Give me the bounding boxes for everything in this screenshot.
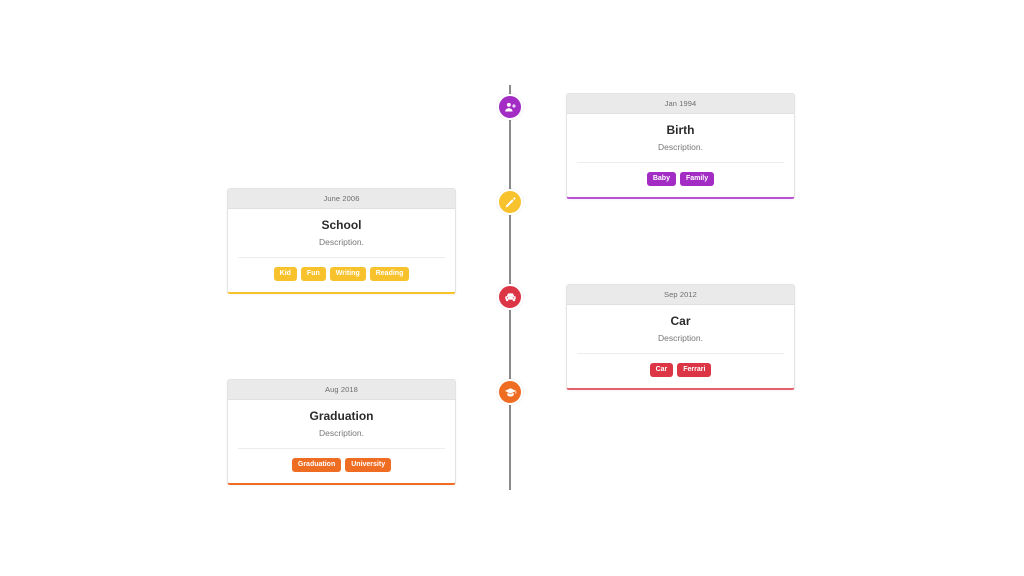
card-divider bbox=[577, 162, 784, 164]
pencil-icon bbox=[504, 196, 517, 209]
card-description: Description. bbox=[658, 142, 703, 152]
card-title: Car bbox=[670, 314, 691, 328]
card-body: Graduation Description. bbox=[228, 400, 455, 450]
card-date: Aug 2018 bbox=[228, 380, 455, 400]
card-body: Birth Description. bbox=[567, 114, 794, 164]
timeline-card-school[interactable]: June 2006 School Description. Kid Fun Wr… bbox=[227, 188, 456, 294]
tag-badge[interactable]: Car bbox=[649, 363, 674, 377]
card-divider bbox=[238, 448, 445, 450]
car-icon bbox=[504, 291, 517, 304]
card-tag-list: Baby Family bbox=[567, 163, 794, 197]
tag-badge[interactable]: Writing bbox=[329, 267, 366, 281]
timeline-marker-school[interactable] bbox=[497, 189, 523, 215]
card-description: Description. bbox=[658, 333, 703, 343]
timeline-marker-graduation[interactable] bbox=[497, 379, 523, 405]
tag-badge[interactable]: Baby bbox=[646, 172, 676, 186]
timeline-card-graduation[interactable]: Aug 2018 Graduation Description. Graduat… bbox=[227, 379, 456, 485]
timeline-marker-birth[interactable] bbox=[497, 94, 523, 120]
card-title: Graduation bbox=[309, 409, 374, 423]
timeline-card-birth[interactable]: Jan 1994 Birth Description. Baby Family bbox=[566, 93, 795, 199]
user-plus-icon bbox=[504, 101, 517, 114]
card-divider bbox=[238, 257, 445, 259]
timeline-marker-car[interactable] bbox=[497, 284, 523, 310]
tag-badge[interactable]: University bbox=[345, 458, 392, 472]
card-date: Jan 1994 bbox=[567, 94, 794, 114]
graduation-cap-icon bbox=[504, 386, 517, 399]
card-tag-list: Car Ferrari bbox=[567, 354, 794, 388]
card-title: Birth bbox=[666, 123, 695, 137]
card-tag-list: Kid Fun Writing Reading bbox=[228, 258, 455, 292]
tag-badge[interactable]: Reading bbox=[369, 267, 410, 281]
tag-badge[interactable]: Ferrari bbox=[677, 363, 712, 377]
timeline-card-car[interactable]: Sep 2012 Car Description. Car Ferrari bbox=[566, 284, 795, 390]
card-title: School bbox=[321, 218, 362, 232]
tag-badge[interactable]: Graduation bbox=[291, 458, 342, 472]
tag-badge[interactable]: Family bbox=[679, 172, 715, 186]
tag-badge[interactable]: Kid bbox=[273, 267, 297, 281]
tag-badge[interactable]: Fun bbox=[300, 267, 326, 281]
card-body: School Description. bbox=[228, 209, 455, 259]
card-date: June 2006 bbox=[228, 189, 455, 209]
card-description: Description. bbox=[319, 428, 364, 438]
card-divider bbox=[577, 353, 784, 355]
card-tag-list: Graduation University bbox=[228, 449, 455, 483]
card-date: Sep 2012 bbox=[567, 285, 794, 305]
card-body: Car Description. bbox=[567, 305, 794, 355]
card-description: Description. bbox=[319, 237, 364, 247]
